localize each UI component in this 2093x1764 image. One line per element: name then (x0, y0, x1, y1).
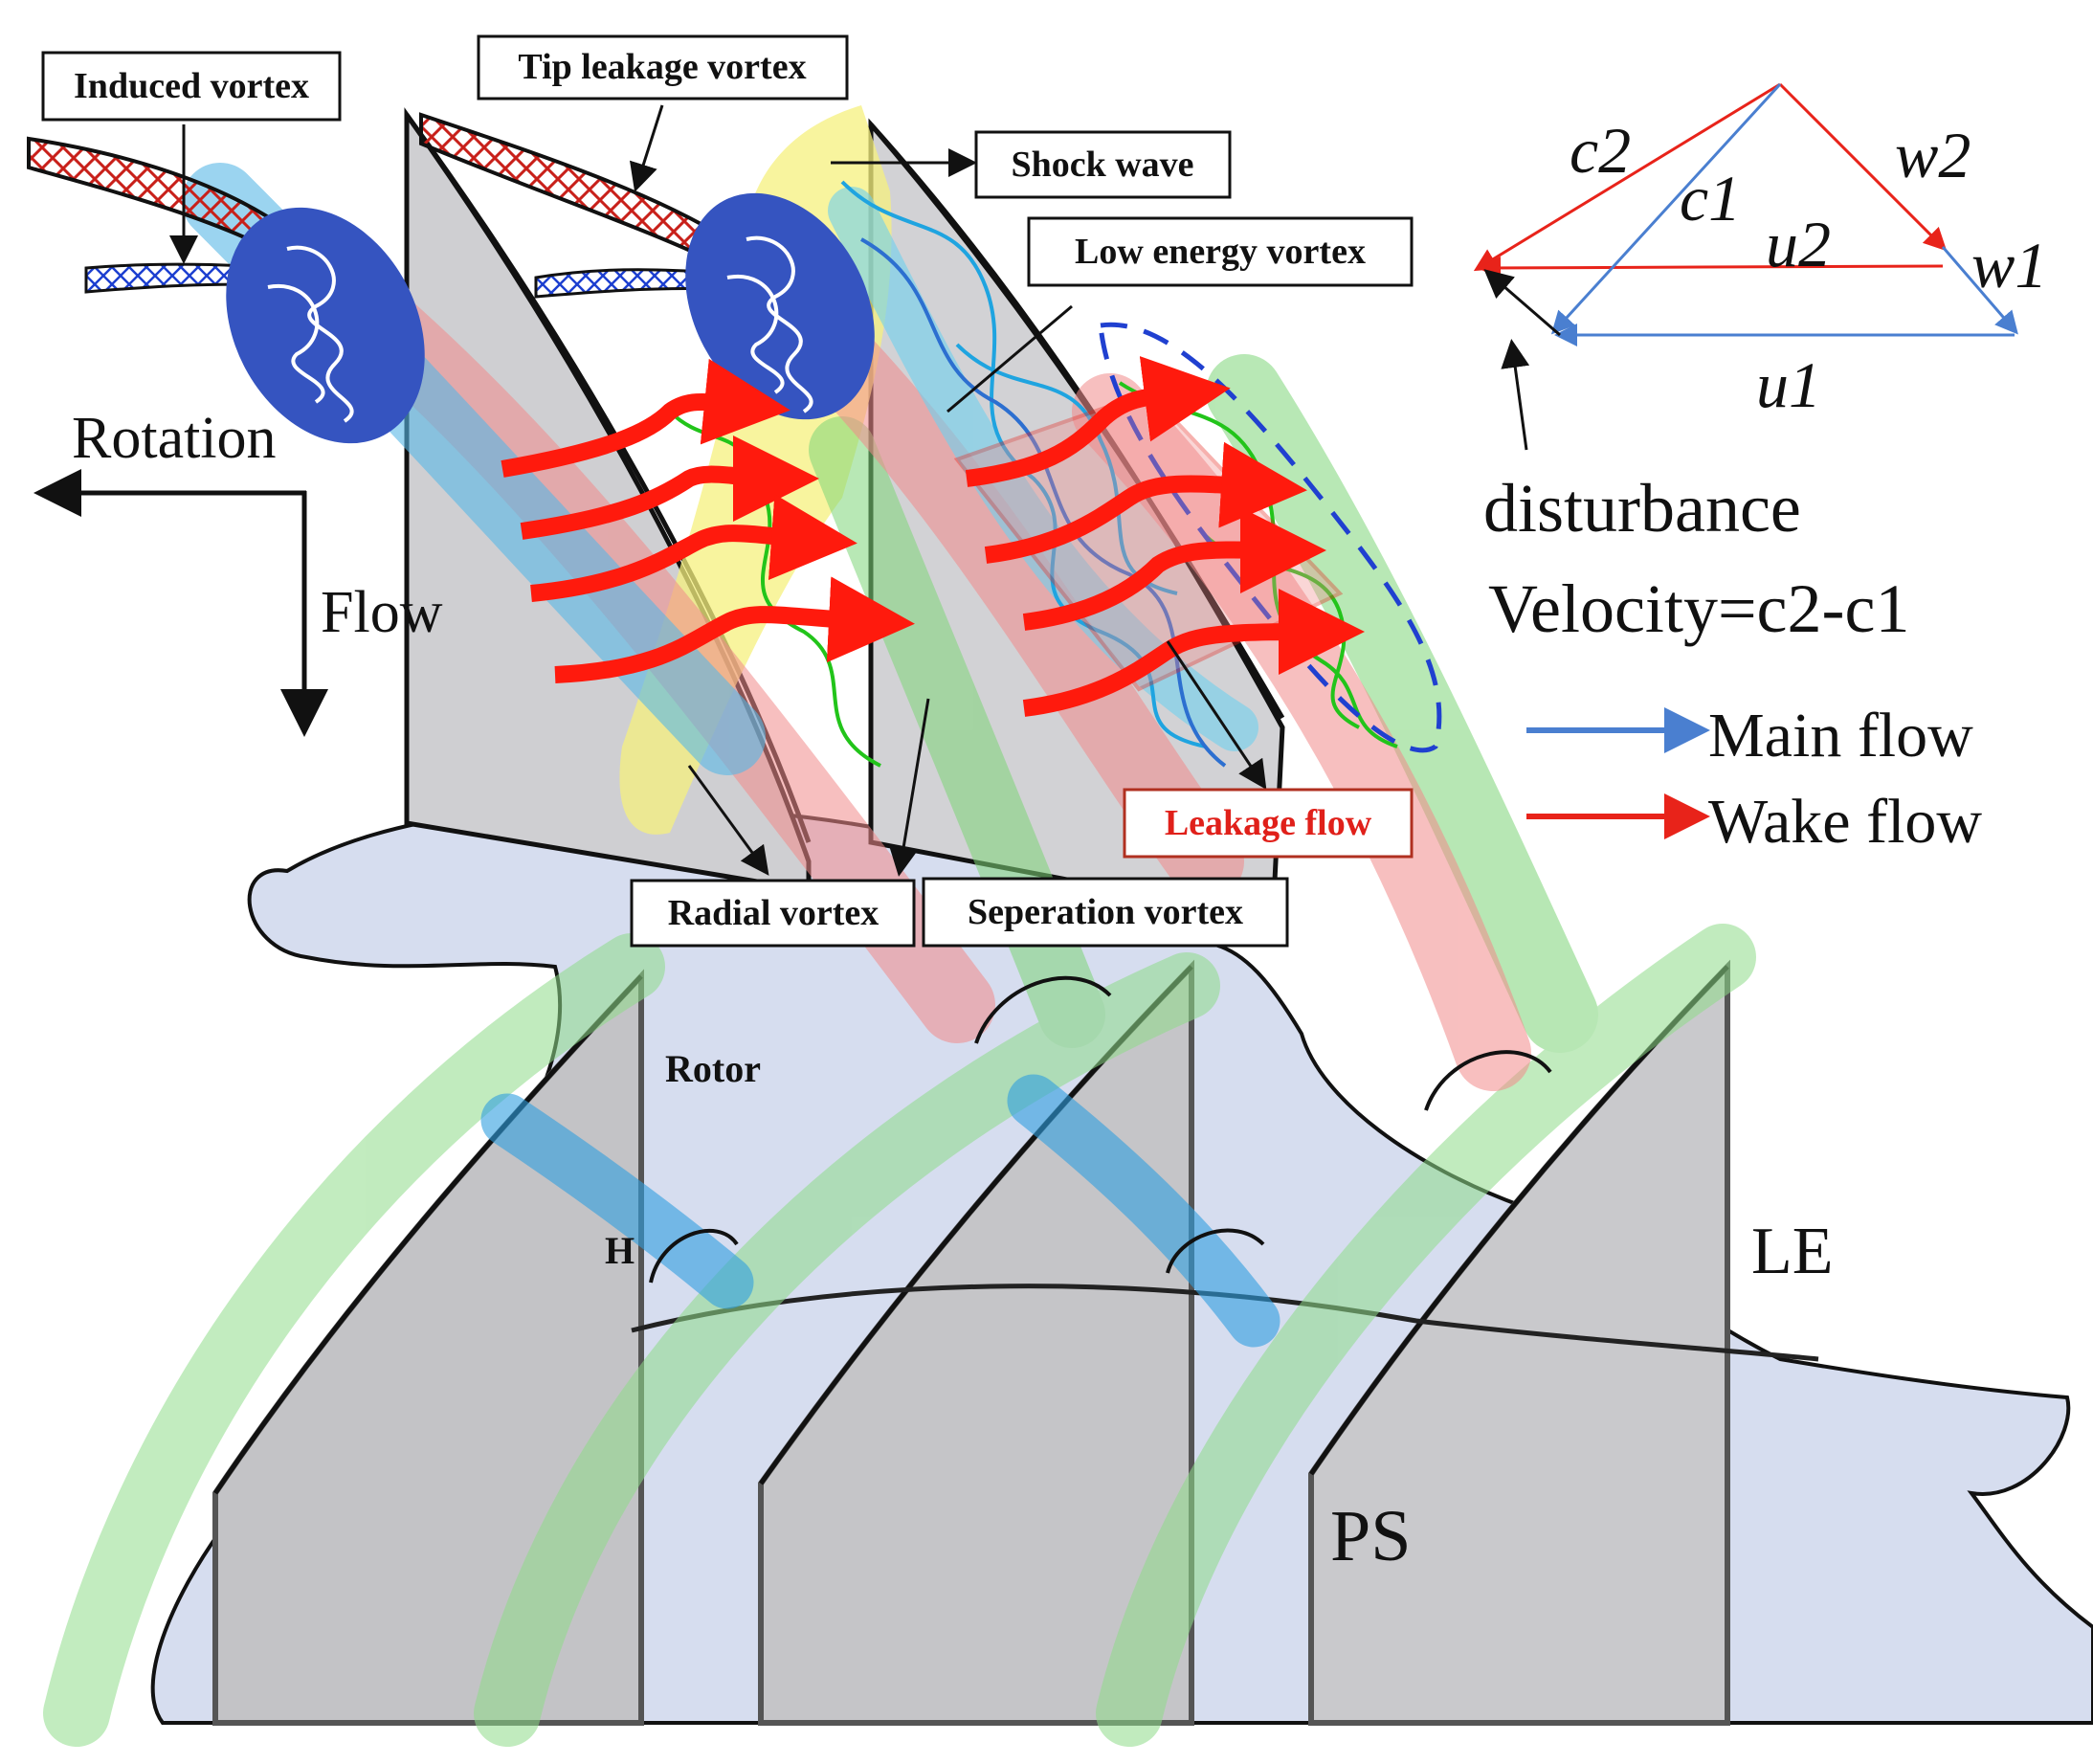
velocity-triangle: c2 c1 u2 w2 w1 u1 disturbance Velocity=c… (1473, 82, 2047, 647)
label-u2: u2 (1766, 208, 1831, 280)
svg-text:Seperation vortex: Seperation vortex (968, 892, 1243, 932)
rotation-label: Rotation (72, 406, 277, 471)
svg-text:Tip leakage vortex: Tip leakage vortex (518, 47, 806, 87)
svg-text:Radial vortex: Radial vortex (668, 893, 880, 933)
low-energy-vortex-scribble (840, 180, 1227, 768)
svg-text:Shock wave: Shock wave (1011, 145, 1193, 185)
svg-text:Low energy vortex: Low energy vortex (1075, 232, 1366, 272)
label-u1: u1 (1756, 348, 1821, 421)
svg-text:Induced vortex: Induced vortex (74, 66, 309, 106)
wake-flow-arrows (501, 356, 1365, 717)
rotor-label: Rotor (665, 1047, 761, 1090)
label-c2: c2 (1570, 114, 1631, 187)
le-label: LE (1751, 1215, 1834, 1288)
flow-label: Flow (321, 580, 443, 645)
label-shock-wave: Shock wave (974, 130, 1232, 199)
label-induced-vortex: Induced vortex (41, 51, 342, 122)
low-energy-region-outline (1098, 322, 1442, 753)
label-low-energy-vortex: Low energy vortex (1027, 216, 1414, 287)
label-w2: w2 (1895, 119, 1971, 191)
disturbance-line2: Velocity=c2-c1 (1488, 570, 1909, 647)
label-c1: c1 (1680, 162, 1741, 234)
label-w1: w1 (1971, 229, 2047, 301)
boundary-layer-profiles (649, 975, 1552, 1284)
ps-label: PS (1330, 1496, 1412, 1576)
disturbance-line1: disturbance (1483, 470, 1801, 547)
label-leakage-flow: Leakage flow (1123, 788, 1414, 859)
svg-text:Leakage flow: Leakage flow (1165, 803, 1372, 843)
label-separation-vortex: Seperation vortex (922, 877, 1289, 948)
legend-wake-flow-label: Wake flow (1708, 787, 1982, 857)
rotation-arrow (33, 469, 328, 737)
label-radial-vortex: Radial vortex (630, 879, 916, 948)
label-tip-leakage-vortex: Tip leakage vortex (477, 34, 849, 100)
hub-label: H (605, 1229, 635, 1272)
legend-main-flow-label: Main flow (1708, 701, 1973, 770)
induced-vortex-strand (27, 136, 425, 444)
legend: Main flow Wake flow (1526, 701, 1982, 857)
callout-leaders (169, 104, 1267, 877)
